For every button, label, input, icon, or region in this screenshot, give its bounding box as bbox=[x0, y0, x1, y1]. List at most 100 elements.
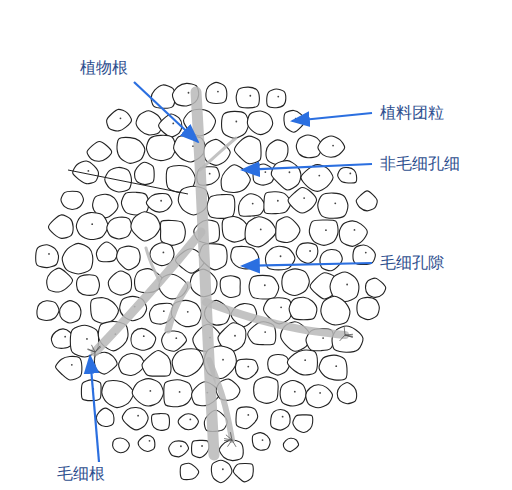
root-hair bbox=[345, 335, 353, 336]
aggregate bbox=[353, 245, 375, 264]
aggregate-speck bbox=[247, 366, 249, 368]
aggregate bbox=[132, 379, 163, 406]
part-label: 毛细孔隙 bbox=[378, 253, 446, 272]
aggregate bbox=[233, 464, 253, 482]
aggregate-speck bbox=[71, 364, 73, 366]
aggregate bbox=[365, 278, 385, 297]
aggregate bbox=[77, 275, 100, 295]
aggregate bbox=[117, 246, 141, 270]
aggregate bbox=[62, 243, 93, 274]
aggregate-speck bbox=[264, 284, 266, 286]
part-label: 毛细根 bbox=[55, 464, 107, 483]
part-label: 非毛细孔细 bbox=[378, 154, 462, 173]
aggregate-speck bbox=[322, 337, 324, 339]
aggregate bbox=[94, 352, 117, 374]
aggregate bbox=[236, 87, 259, 108]
aggregate-speck bbox=[180, 445, 182, 447]
aggregate bbox=[337, 383, 356, 404]
aggregate-speck bbox=[318, 175, 320, 177]
aggregate bbox=[357, 297, 379, 319]
aggregate-speck bbox=[289, 171, 291, 173]
aggregate-speck bbox=[303, 197, 305, 199]
aggregate-speck bbox=[48, 253, 50, 255]
aggregate bbox=[289, 297, 317, 320]
aggregate-speck bbox=[304, 359, 306, 361]
aggregate-speck bbox=[365, 252, 367, 254]
aggregate bbox=[319, 355, 347, 380]
leader-line bbox=[134, 82, 198, 142]
aggregate-speck bbox=[252, 203, 254, 205]
aggregate bbox=[220, 276, 240, 298]
aggregate bbox=[207, 194, 235, 218]
aggregate bbox=[309, 220, 338, 245]
root-hair bbox=[87, 349, 95, 352]
aggregate bbox=[37, 301, 59, 321]
aggregate bbox=[268, 354, 290, 375]
aggregate-speck bbox=[260, 228, 262, 230]
aggregate bbox=[219, 440, 243, 461]
leader-line bbox=[242, 263, 372, 266]
aggregate bbox=[252, 433, 270, 451]
aggregate-speck bbox=[149, 390, 151, 392]
aggregate bbox=[91, 298, 119, 324]
aggregate-speck bbox=[335, 365, 337, 367]
root-hair bbox=[95, 347, 101, 352]
aggregate bbox=[249, 275, 279, 299]
root-hair bbox=[345, 335, 353, 337]
aggregate-speck bbox=[163, 310, 165, 312]
aggregate bbox=[236, 407, 258, 429]
root-hair bbox=[94, 352, 95, 360]
aggregate-speck bbox=[332, 145, 334, 147]
aggregate bbox=[76, 213, 108, 240]
aggregate bbox=[169, 441, 189, 457]
part-label: 植物根 bbox=[78, 58, 130, 77]
aggregate-speck bbox=[222, 359, 224, 361]
aggregate bbox=[113, 438, 130, 453]
aggregate bbox=[122, 407, 148, 429]
aggregate-speck bbox=[201, 445, 203, 447]
aggregate bbox=[178, 414, 198, 430]
aggregate bbox=[234, 136, 261, 164]
aggregate-speck bbox=[222, 468, 224, 470]
aggregate bbox=[301, 165, 333, 192]
aggregate bbox=[320, 250, 342, 271]
aggregate bbox=[282, 269, 309, 296]
aggregate-speck bbox=[172, 123, 174, 125]
aggregate-speck bbox=[64, 336, 66, 338]
aggregate bbox=[117, 138, 145, 164]
aggregate-speck bbox=[120, 117, 122, 119]
aggregate bbox=[276, 217, 300, 243]
aggregate-speck bbox=[325, 229, 327, 231]
root bbox=[200, 138, 236, 170]
aggregate bbox=[338, 168, 357, 184]
aggregate bbox=[206, 82, 227, 103]
aggregate bbox=[172, 349, 203, 377]
aggregate-speck bbox=[319, 392, 321, 394]
aggregate-speck bbox=[160, 200, 162, 202]
aggregate bbox=[160, 220, 185, 245]
aggregate-speck bbox=[187, 311, 189, 313]
aggregate-speck bbox=[162, 252, 164, 254]
aggregate bbox=[247, 111, 272, 135]
aggregate bbox=[271, 410, 290, 431]
aggregate bbox=[332, 326, 363, 352]
aggregate-speck bbox=[334, 202, 336, 204]
aggregate bbox=[264, 192, 291, 214]
aggregate bbox=[47, 268, 73, 292]
aggregate bbox=[267, 89, 286, 108]
aggregate-blobs bbox=[36, 82, 386, 482]
aggregate-speck bbox=[264, 331, 266, 333]
aggregate-speck bbox=[175, 337, 177, 339]
aggregate bbox=[73, 161, 99, 184]
aggregate-speck bbox=[264, 171, 266, 173]
aggregate-speck bbox=[294, 391, 296, 393]
aggregate bbox=[180, 463, 198, 479]
root bbox=[146, 248, 160, 282]
aggregate-speck bbox=[143, 335, 145, 337]
root-hair bbox=[224, 440, 232, 442]
root-hair bbox=[88, 349, 95, 352]
aggregate bbox=[146, 135, 175, 160]
aggregate bbox=[356, 191, 377, 211]
aggregate bbox=[164, 380, 193, 407]
